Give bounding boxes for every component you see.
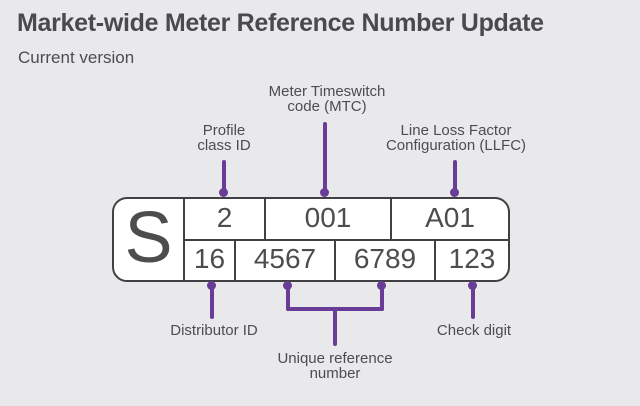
profile-class-connector-line: [222, 160, 226, 194]
label-check-digit: Check digit: [436, 322, 512, 339]
page-title: Market-wide Meter Reference Number Updat…: [17, 9, 544, 37]
unique-ref-left-line: [286, 285, 290, 311]
mtc-connector-line: [323, 122, 327, 194]
distributor-id-cell: 16: [185, 240, 236, 280]
mtc-connector-dot: [320, 188, 329, 197]
mtc-cell: 001: [266, 199, 392, 239]
label-meter-timeswitch-code: Meter Timeswitch code (MTC): [268, 83, 386, 115]
bottom-row: 16 4567 6789 123: [185, 240, 508, 280]
unique-ref-stem-line: [333, 307, 337, 346]
llfc-connector-dot: [450, 188, 459, 197]
meter-reference-grid: 2 001 A01 16 4567 6789 123: [185, 199, 508, 280]
label-distributor-id: Distributor ID: [170, 322, 258, 339]
top-row: 2 001 A01: [185, 199, 508, 241]
label-line-loss-factor: Line Loss Factor Configuration (LLFC): [385, 122, 527, 154]
prefix-cell: S: [114, 199, 185, 280]
unique-ref-right-line: [380, 285, 384, 311]
label-unique-reference-number: Unique reference number: [277, 350, 393, 382]
distributor-connector-line: [210, 285, 214, 319]
label-profile-class-id: Profile class ID: [197, 122, 251, 154]
page-subtitle: Current version: [18, 48, 135, 67]
unique-ref-cell-2: 6789: [336, 240, 436, 280]
llfc-connector-line: [453, 160, 457, 194]
check-digit-connector-line: [471, 285, 475, 319]
profile-class-cell: 2: [185, 199, 266, 239]
profile-class-connector-dot: [219, 188, 228, 197]
check-digit-cell: 123: [448, 243, 496, 275]
llfc-cell: A01: [425, 201, 475, 233]
meter-reference-box: S 2 001 A01 16 4567 6789 123: [112, 197, 510, 282]
unique-ref-cell-1: 4567: [236, 240, 336, 280]
